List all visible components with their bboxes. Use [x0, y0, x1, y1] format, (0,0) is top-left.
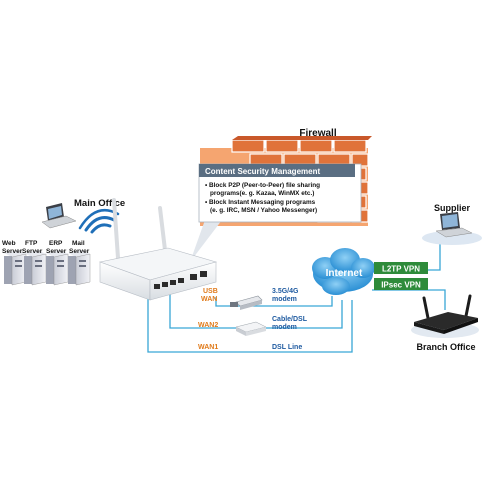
ftp-server-icon — [24, 250, 47, 286]
branch-office-label: Branch Office — [416, 342, 475, 352]
main-router-icon — [98, 198, 218, 301]
usb-wan-line — [215, 296, 333, 307]
web-server-icon — [4, 250, 27, 286]
erp-server-label-2: Server — [46, 248, 67, 255]
cable-dsl-label-1: Cable/DSL — [272, 316, 308, 323]
wan2-label: WAN2 — [198, 322, 218, 329]
content-security-title: Content Security Management — [205, 167, 320, 176]
l2tp-vpn-badge — [374, 262, 428, 274]
cable-dsl-label-2: modem — [272, 324, 297, 331]
ipsec-vpn-badge — [374, 278, 428, 290]
supplier-laptop-icon — [422, 212, 482, 245]
cable-modem-icon — [235, 321, 267, 336]
csm-bullet-1-line-2: programs(e. g. Kazaa, WinMX etc.) — [210, 190, 314, 197]
firewall-label: Firewall — [299, 128, 336, 139]
dsl-line-label: DSL Line — [272, 344, 302, 351]
erp-server-label-1: ERP — [49, 240, 63, 247]
wan1-line — [147, 288, 353, 353]
supplier-label: Supplier — [434, 203, 471, 213]
wifi-waves-icon — [78, 209, 120, 234]
l2tp-vpn-label: L2TP VPN — [382, 265, 420, 274]
mail-server-icon — [68, 250, 91, 286]
usb-dongle-icon — [230, 295, 263, 310]
internet-label: Internet — [326, 268, 363, 279]
modem-3g-label-2: modem — [272, 296, 297, 303]
ipsec-line — [372, 289, 446, 310]
ftp-server-label-2: Server — [22, 248, 43, 255]
csm-bullet-1-line-1: • Block P2P (Peer-to-Peer) file sharing — [205, 182, 320, 189]
usb-wan-label-1: USB — [203, 288, 218, 295]
csm-bullet-2-line-2: (e. g. IRC, MSN / Yahoo Messenger) — [210, 207, 317, 214]
web-server-label-2: Server — [2, 248, 23, 255]
erp-server-icon — [46, 250, 69, 286]
content-security-box — [190, 163, 362, 262]
main-office-label: Main Office — [74, 198, 125, 209]
mail-server-label-1: Mail — [72, 240, 85, 247]
web-server-label-1: Web — [2, 240, 16, 247]
ftp-server-label-1: FTP — [25, 240, 38, 247]
laptop-icon — [41, 203, 77, 229]
csm-bullet-2-line-1: • Block Instant Messaging programs — [205, 199, 316, 206]
mail-server-label-2: Server — [69, 248, 90, 255]
ipsec-vpn-label: IPsec VPN — [381, 281, 421, 290]
wan1-label: WAN1 — [198, 344, 218, 351]
usb-wan-label-2: WAN — [201, 296, 217, 303]
internet-cloud-icon — [312, 248, 375, 295]
modem-3g-label-1: 3.5G/4G — [272, 288, 299, 295]
server-rack — [4, 250, 91, 286]
branch-router-icon — [411, 294, 479, 338]
